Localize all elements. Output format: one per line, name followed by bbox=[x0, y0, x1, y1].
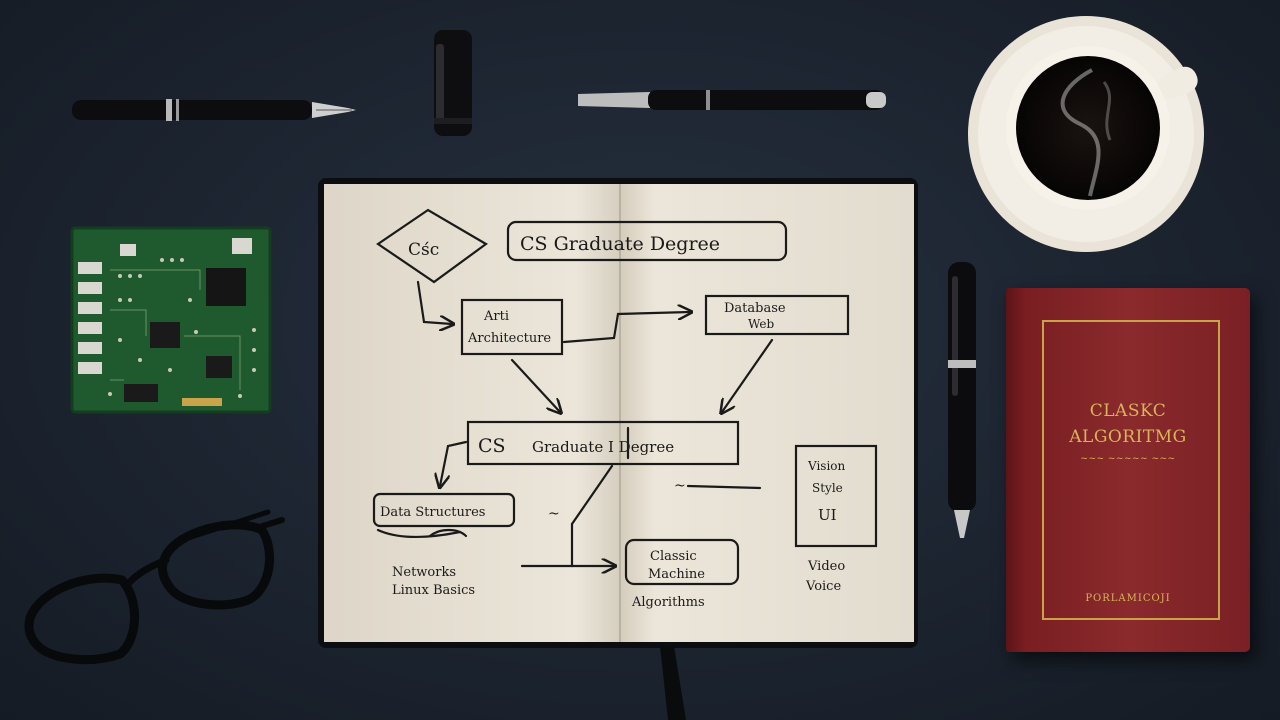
bottom-left-note-line2: Linux Basics bbox=[392, 583, 475, 598]
right-tall-box-line2: Style bbox=[812, 481, 843, 495]
right-bottom-note-line1: Video bbox=[807, 559, 845, 574]
right-box bbox=[704, 294, 850, 336]
hardcover-book: CLASKC ALGORITMG ~~~ ~~~~~ ~~~ PORLAMICO… bbox=[1006, 288, 1250, 652]
bottom-center-box-line1: Classic bbox=[650, 549, 697, 564]
diamond-label: Cśc bbox=[408, 240, 439, 260]
book-gold-frame bbox=[1042, 320, 1220, 620]
title-box bbox=[506, 220, 788, 262]
coffee-cup bbox=[968, 16, 1204, 252]
right-box-line2: Web bbox=[748, 317, 774, 331]
right-tall-box-line3: UI bbox=[818, 506, 837, 524]
circuit-board bbox=[70, 226, 272, 414]
bottom-left-box-label: Data Structures bbox=[380, 505, 485, 520]
bottom-left-note-line1: Networks bbox=[392, 565, 456, 580]
mid-mark-right: ~ bbox=[674, 478, 686, 494]
right-tall-box bbox=[794, 444, 878, 548]
book-title: CLASKC ALGORITMG ~~~ ~~~~~ ~~~ bbox=[1006, 398, 1250, 468]
center-box-right: Graduate I Degree bbox=[532, 438, 674, 456]
ballpoint-pen bbox=[948, 262, 976, 538]
right-box-line1: Database bbox=[724, 301, 786, 316]
center-box-left: CS bbox=[478, 435, 506, 457]
bottom-center-note: Algorithms bbox=[631, 595, 705, 610]
left-box-line2: Architecture bbox=[467, 331, 551, 346]
bottom-center-box bbox=[624, 538, 740, 586]
right-bottom-note-line2: Voice bbox=[805, 579, 841, 594]
book-title-line2: ALGORITMG bbox=[1069, 427, 1187, 447]
title-box-label: CS Graduate Degree bbox=[520, 233, 720, 255]
pen-cap bbox=[434, 30, 472, 136]
book-author: PORLAMICOJI bbox=[1085, 593, 1171, 604]
diamond-shape bbox=[376, 208, 489, 284]
bottom-center-box-line2: Machine bbox=[648, 567, 705, 582]
left-box bbox=[460, 298, 564, 356]
right-tall-box-line1: Vision bbox=[807, 459, 846, 473]
book-subtitle: ~~~ ~~~~~ ~~~ bbox=[1080, 454, 1176, 464]
rollerball-pen bbox=[578, 90, 886, 110]
bottom-left-box bbox=[372, 492, 516, 528]
mid-mark-left: ~ bbox=[548, 506, 560, 522]
book-title-line1: CLASKC bbox=[1089, 401, 1167, 421]
fountain-pen bbox=[72, 99, 356, 121]
left-box-line1: Arti bbox=[483, 309, 509, 324]
center-box bbox=[466, 420, 740, 466]
eyeglasses bbox=[24, 509, 285, 665]
